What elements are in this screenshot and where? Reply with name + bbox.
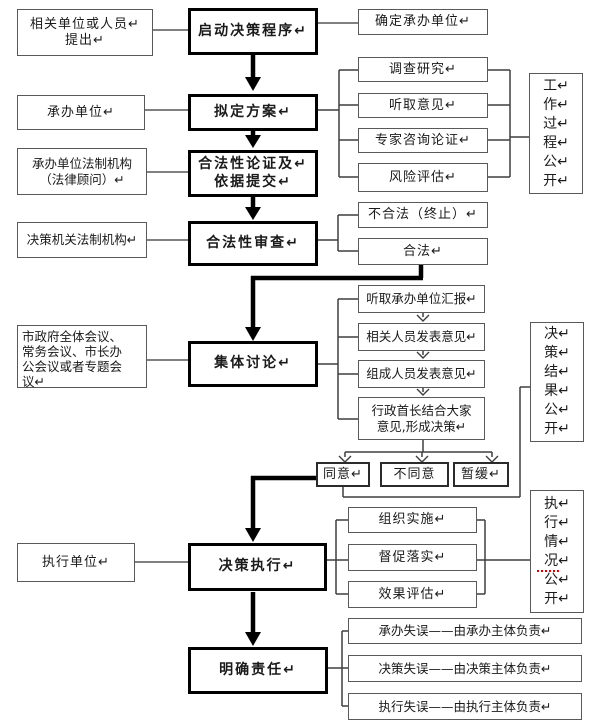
node-postpone: 暂缓↵	[453, 462, 509, 487]
node-undertaker: 承办单位↵	[17, 95, 145, 130]
node-proposer: 相关单位或人员↵ 提出↵	[17, 9, 153, 56]
node-hear-opinions: 听取意见↵	[358, 93, 488, 118]
node-meetings: 市政府全体会议、 常务会议、市长办 公会议或者专题会 议↵	[17, 325, 147, 389]
node-work-process-public: 工↵ 作↵ 过↵ 程↵ 公↵ 开↵	[529, 73, 583, 194]
node-chief-forms-decision: 行政首长结合大家 意见,形成决策↵	[358, 397, 485, 440]
node-undertaking-fault: 承办失误——由承办主体负责↵	[348, 618, 582, 644]
node-supervise-implementation: 督促落实↵	[348, 544, 477, 571]
node-decision-execution: 决策执行↵	[188, 543, 327, 591]
node-organize-implementation: 组织实施↵	[348, 507, 477, 533]
node-related-persons-speak: 相关人员发表意见↵	[358, 323, 485, 351]
node-clarify-responsibility: 明确责任↵	[188, 647, 328, 694]
node-draft-plan: 拟定方案↵	[188, 94, 318, 131]
node-execution-status-public: 执↵ 行↵ 情↵ 况↵ 公↵ 开↵	[530, 490, 584, 613]
node-effect-evaluation: 效果评估↵	[348, 581, 477, 608]
node-legality-review: 合法性审查↵	[188, 221, 318, 266]
node-collective-discussion: 集体讨论↵	[188, 341, 318, 387]
node-risk-assessment: 风险评估↵	[358, 163, 488, 192]
node-decision-result-public: 决↵ 策↵ 结↵ 果↵ 公↵ 开↵	[530, 322, 584, 442]
node-confirm-undertaker: 确定承办单位↵	[358, 9, 488, 35]
node-disagree: 不同意	[380, 462, 449, 487]
node-investigation: 调查研究↵	[358, 57, 488, 82]
node-agree: 同意↵	[316, 462, 370, 487]
node-decision-legal-body: 决策机关法制机构↵	[17, 222, 147, 258]
node-expert-consultation: 专家咨询论证↵	[358, 128, 488, 153]
node-executor: 执行单位↵	[17, 543, 135, 582]
node-members-speak: 组成人员发表意见↵	[358, 360, 485, 388]
node-hear-report: 听取承办单位汇报↵	[358, 285, 485, 313]
node-start-procedure: 启动决策程序↵	[188, 8, 318, 55]
spellcheck-underline	[537, 567, 559, 572]
node-decision-fault: 决策失误——由决策主体负责↵	[348, 655, 582, 682]
node-legality-demonstration: 合法性论证及↵ 依据提交↵	[188, 150, 318, 197]
node-undertaker-legal-body: 承办单位法制机构 （法律顾问）↵	[17, 148, 147, 195]
node-illegal-terminate: 不合法（终止）↵	[358, 202, 488, 228]
node-execution-fault: 执行失误——由执行主体负责↵	[348, 693, 582, 720]
node-legal: 合法↵	[358, 238, 488, 265]
